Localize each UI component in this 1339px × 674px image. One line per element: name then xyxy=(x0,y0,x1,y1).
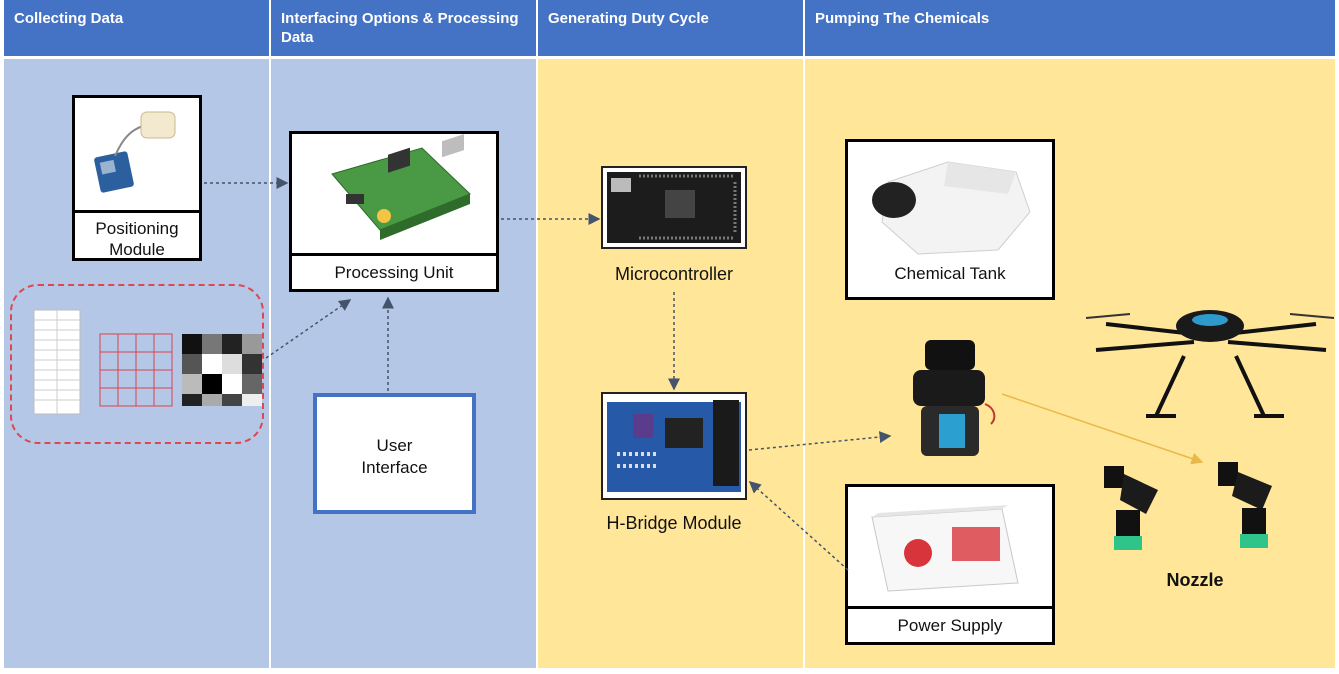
lane-header: Collecting Data xyxy=(4,0,269,56)
battery-icon xyxy=(871,505,1019,592)
nozzle-icon xyxy=(1104,462,1272,550)
h-bridge-board-icon xyxy=(607,400,741,492)
lane-body xyxy=(538,59,803,668)
positioning-label-line1: Positioning xyxy=(95,219,179,238)
chemical-tank-icon xyxy=(872,161,1031,255)
positioning-label-line2: Module xyxy=(109,240,165,259)
chemical-tank-box: Chemical Tank xyxy=(845,139,1055,300)
sensor-data-group xyxy=(10,284,264,444)
diaphragm-pump-icon xyxy=(913,340,996,456)
nozzle-label: Nozzle xyxy=(1166,570,1224,590)
power-supply-label: Power Supply xyxy=(897,616,1003,635)
lane-header: Generating Duty Cycle xyxy=(538,0,803,56)
lane-processing-data: Interfacing Options & Processing Data xyxy=(271,0,536,668)
power-supply-box: Power Supply xyxy=(845,484,1055,645)
raspberry-pi-board-icon xyxy=(331,134,471,240)
drone-icon xyxy=(1085,310,1335,418)
user-interface-label-line1: User xyxy=(376,436,413,455)
gps-antenna-icon xyxy=(94,111,176,193)
processing-unit-label: Processing Unit xyxy=(334,263,454,282)
data-samples-icon xyxy=(33,309,262,415)
processing-unit-box: Processing Unit xyxy=(289,131,499,292)
h-bridge-label: H-Bridge Module xyxy=(606,513,742,533)
lane-header: Pumping The Chemicals xyxy=(805,0,1335,56)
microcontroller-label: Microcontroller xyxy=(614,264,734,284)
microcontroller-board-icon xyxy=(607,172,741,243)
lane-header: Interfacing Options & Processing Data xyxy=(271,0,536,56)
lane-duty-cycle: Generating Duty Cycle xyxy=(538,0,803,668)
user-interface-box: User Interface xyxy=(313,393,476,514)
positioning-module-box: Positioning Module xyxy=(72,95,202,261)
chemical-tank-label: Chemical Tank xyxy=(894,264,1006,283)
h-bridge-box xyxy=(601,392,747,500)
microcontroller-box xyxy=(601,166,747,249)
user-interface-label-line2: Interface xyxy=(361,458,428,477)
